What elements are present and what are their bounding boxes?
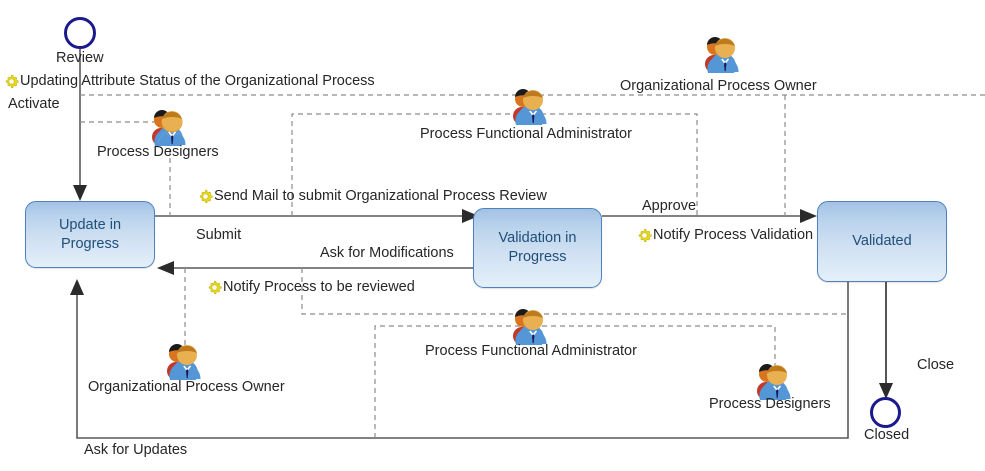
actor-label-process-designers-top: Process Designers (97, 144, 219, 160)
pseudostate-closed[interactable] (870, 397, 901, 428)
edge-approve (602, 209, 817, 223)
action-updating-attribute-status-label: Updating Attribute Status of the Organiz… (20, 73, 375, 89)
action-notify-process-validation-label: Notify Process Validation (653, 227, 814, 243)
transition-label-ask-for-modifications: Ask for Modifications (320, 245, 454, 261)
edge-ask-for-updates (70, 279, 849, 439)
transition-label-ask-for-updates: Ask for Updates (84, 442, 188, 458)
action-updating-attribute-status: Updating Attribute Status of the Organiz… (4, 73, 375, 90)
pseudostate-review-label: Review (56, 50, 104, 66)
edge-activate (73, 47, 87, 201)
actor-label-organizational-process-owner-top: Organizational Process Owner (620, 78, 817, 94)
state-validated-label: Validated (852, 233, 912, 249)
actor-label-process-functional-administrator-bottom: Process Functional Administrator (425, 343, 637, 359)
dashed-link-process-functional-administrator-top (291, 113, 698, 216)
state-validation-in-progress-label: Validation in Progress (498, 230, 577, 265)
action-send-mail-submit-review-label: Send Mail to submit Organizational Proce… (214, 188, 547, 204)
transition-label-close: Close (917, 357, 955, 373)
gear-icon (199, 189, 213, 203)
users-icon[interactable] (508, 85, 552, 127)
actor-label-process-designers-bottom: Process Designers (709, 396, 831, 412)
state-validation-in-progress[interactable]: Validation in Progress (473, 208, 602, 288)
actor-label-organizational-process-owner-bottom: Organizational Process Owner (88, 379, 285, 395)
actor-label-process-functional-administrator-top: Process Functional Administrator (420, 126, 632, 142)
action-notify-process-to-be-reviewed-label: Notify Process to be reviewed (223, 279, 415, 295)
users-icon[interactable] (147, 106, 191, 148)
pseudostate-review[interactable] (64, 17, 96, 49)
users-icon[interactable] (700, 33, 744, 75)
action-notify-process-validation: Notify Process Validation (637, 227, 813, 244)
gear-icon (638, 228, 652, 242)
pseudostate-closed-label: Closed (864, 427, 910, 443)
gear-icon (208, 280, 222, 294)
action-notify-process-to-be-reviewed: Notify Process to be reviewed (207, 279, 415, 296)
state-update-in-progress[interactable]: Update in Progress (25, 201, 155, 268)
users-icon[interactable] (752, 360, 796, 402)
state-update-in-progress-label: Update in Progress (58, 216, 122, 252)
gear-icon (5, 74, 19, 88)
transition-label-approve: Approve (642, 198, 697, 214)
edge-submit (155, 209, 479, 223)
users-icon[interactable] (162, 340, 206, 382)
edge-close (879, 282, 893, 399)
transition-label-submit: Submit (196, 227, 242, 243)
transition-label-activate: Activate (8, 96, 60, 112)
edge-ask-for-modifications (157, 261, 473, 275)
users-icon[interactable] (508, 305, 552, 347)
action-send-mail-submit-review: Send Mail to submit Organizational Proce… (198, 188, 547, 205)
state-validated[interactable]: Validated (817, 201, 947, 282)
